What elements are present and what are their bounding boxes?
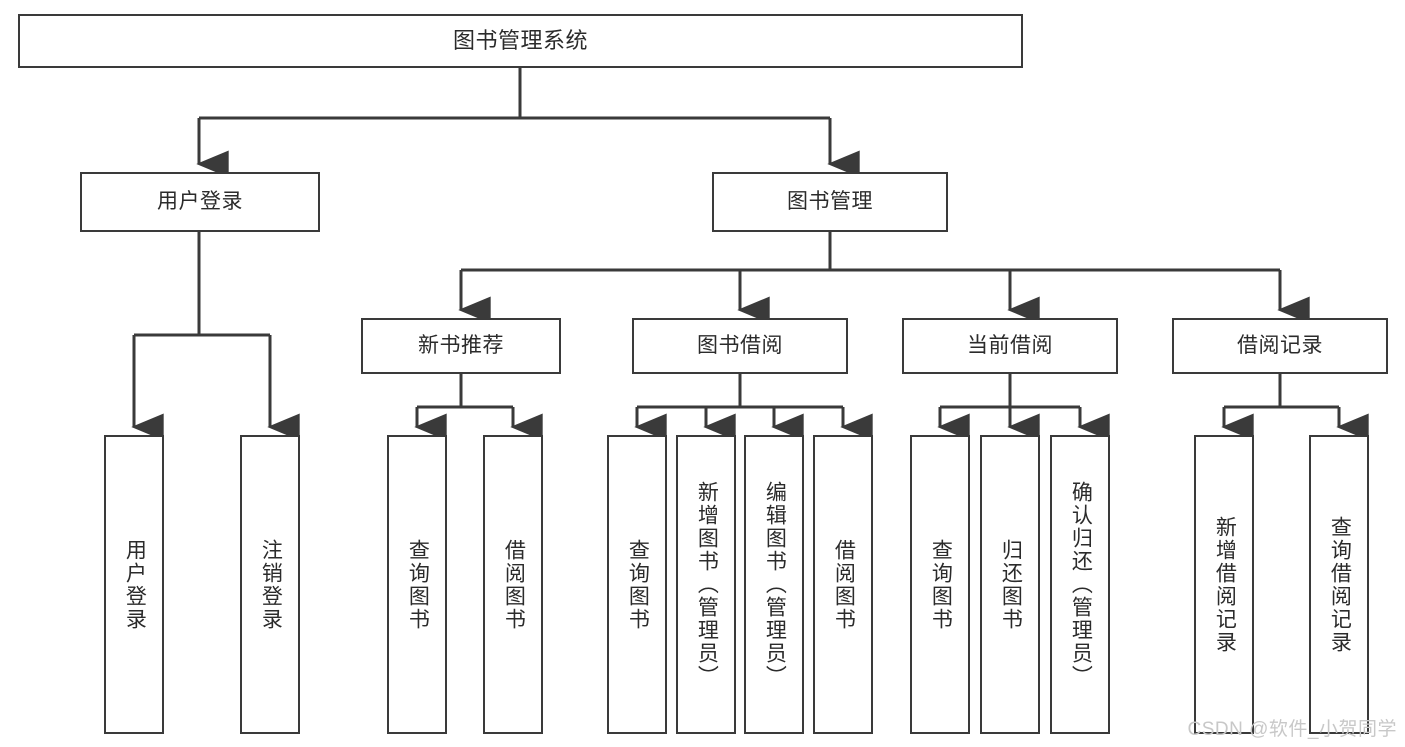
- leaf-query-book-recommend[interactable]: 查询图书: [387, 435, 447, 734]
- leaf-borrow-book[interactable]: 借阅图书: [813, 435, 873, 734]
- leaf-edit-book-admin[interactable]: 编辑图书（管理员）: [744, 435, 804, 734]
- node-book-management[interactable]: 图书管理: [712, 172, 948, 232]
- node-label: 借阅记录: [1237, 333, 1323, 357]
- leaf-query-borrow-record[interactable]: 查询借阅记录: [1309, 435, 1369, 734]
- node-label: 新书推荐: [418, 333, 504, 357]
- node-label: 图书借阅: [697, 333, 783, 357]
- node-label: 查询图书: [929, 538, 953, 631]
- node-label: 当前借阅: [967, 333, 1053, 357]
- node-label: 编辑图书（管理员）: [763, 481, 787, 688]
- node-label: 归还图书: [999, 538, 1023, 631]
- leaf-user-login[interactable]: 用户登录: [104, 435, 164, 734]
- node-label: 新增图书（管理员）: [695, 481, 719, 688]
- leaf-query-book-borrow[interactable]: 查询图书: [607, 435, 667, 734]
- node-label: 查询借阅记录: [1328, 515, 1352, 654]
- node-label: 借阅图书: [502, 538, 526, 631]
- node-user-login[interactable]: 用户登录: [80, 172, 320, 232]
- node-borrow-record[interactable]: 借阅记录: [1172, 318, 1388, 374]
- node-label: 查询图书: [626, 538, 650, 631]
- leaf-query-book-current[interactable]: 查询图书: [910, 435, 970, 734]
- node-label: 注销登录: [259, 538, 283, 631]
- leaf-borrow-book-recommend[interactable]: 借阅图书: [483, 435, 543, 734]
- node-book-management-system[interactable]: 图书管理系统: [18, 14, 1023, 68]
- node-label: 借阅图书: [832, 538, 856, 631]
- leaf-add-borrow-record[interactable]: 新增借阅记录: [1194, 435, 1254, 734]
- node-label: 用户登录: [123, 538, 147, 631]
- node-label: 查询图书: [406, 538, 430, 631]
- leaf-return-book[interactable]: 归还图书: [980, 435, 1040, 734]
- node-label: 确认归还（管理员）: [1069, 481, 1093, 688]
- csdn-watermark: CSDN @软件_小贺同学: [1187, 719, 1397, 740]
- leaf-confirm-return-admin[interactable]: 确认归还（管理员）: [1050, 435, 1110, 734]
- node-label: 图书管理系统: [452, 28, 588, 54]
- node-label: 新增借阅记录: [1213, 515, 1237, 654]
- node-label: 用户登录: [157, 189, 243, 213]
- node-book-borrow[interactable]: 图书借阅: [632, 318, 848, 374]
- leaf-add-book-admin[interactable]: 新增图书（管理员）: [676, 435, 736, 734]
- node-current-borrow[interactable]: 当前借阅: [902, 318, 1118, 374]
- leaf-user-logout[interactable]: 注销登录: [240, 435, 300, 734]
- node-label: 图书管理: [787, 189, 873, 213]
- node-new-book-recommend[interactable]: 新书推荐: [361, 318, 561, 374]
